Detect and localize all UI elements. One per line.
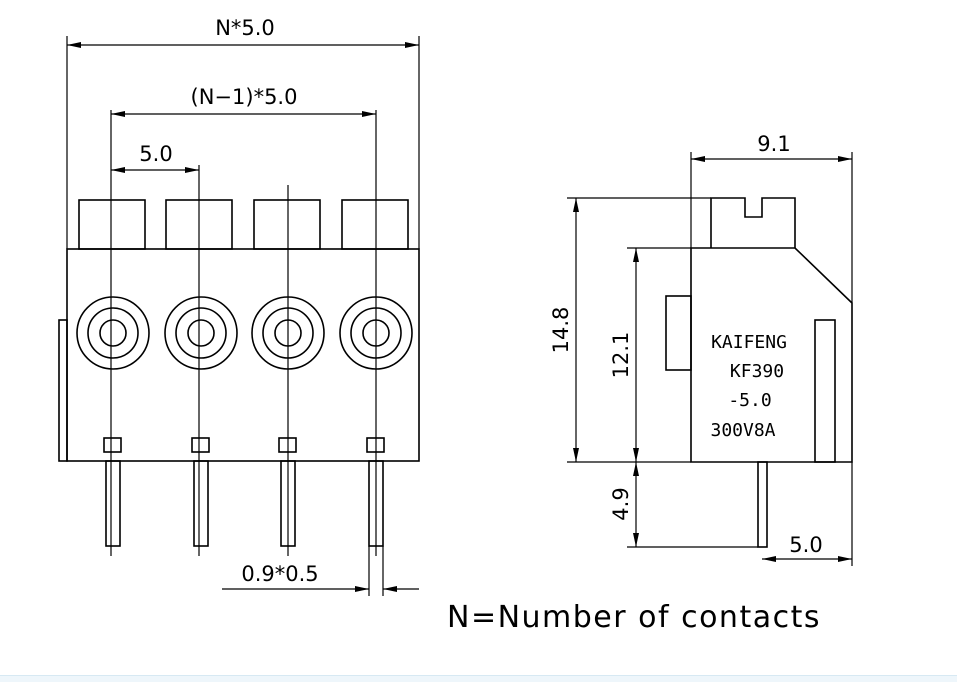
bottom-strip xyxy=(0,675,957,682)
side-slot xyxy=(814,319,836,463)
marking-line-4: 300V8A xyxy=(710,420,775,441)
dim-pin-size: 0.9*0.5 xyxy=(241,562,318,586)
side-pin xyxy=(757,461,768,548)
side-screw-cap xyxy=(710,197,796,248)
dim-body-height: 12.1 xyxy=(609,332,633,379)
pin-shoulder-1 xyxy=(103,437,122,453)
dim-pin-length: 4.9 xyxy=(609,487,633,520)
dim-side-width: 9.1 xyxy=(757,132,790,156)
wire-entry-1 xyxy=(76,296,150,370)
front-left-ledge xyxy=(58,319,68,462)
dim-pitch-span: (N−1)*5.0 xyxy=(191,85,298,109)
dim-total-height: 14.8 xyxy=(549,307,573,354)
marking-line-3: -5.0 xyxy=(728,390,771,411)
screw-cap-4 xyxy=(341,199,409,250)
side-view: KAIFENG KF390 -5.0 300V8A 9.1 14.8 12.1 … xyxy=(549,132,853,566)
front-view: N*5.0 (N−1)*5.0 5.0 0.9*0.5 xyxy=(58,16,420,596)
side-latch xyxy=(665,295,692,371)
pin-shoulder-2 xyxy=(191,437,210,453)
dim-pitch: 5.0 xyxy=(139,142,172,166)
screw-cap-1 xyxy=(78,199,146,250)
wire-entry-2 xyxy=(164,296,238,370)
dim-overall-width: N*5.0 xyxy=(215,16,275,40)
marking-line-2: KF390 xyxy=(730,361,784,382)
marking-line-1: KAIFENG xyxy=(711,332,787,353)
pin-2 xyxy=(193,460,209,547)
front-housing xyxy=(66,248,420,462)
screw-cap-3 xyxy=(253,199,321,250)
dim-pin-offset: 5.0 xyxy=(789,533,822,557)
pin-1 xyxy=(105,460,121,547)
note-text: N=Number of contacts xyxy=(447,600,821,635)
